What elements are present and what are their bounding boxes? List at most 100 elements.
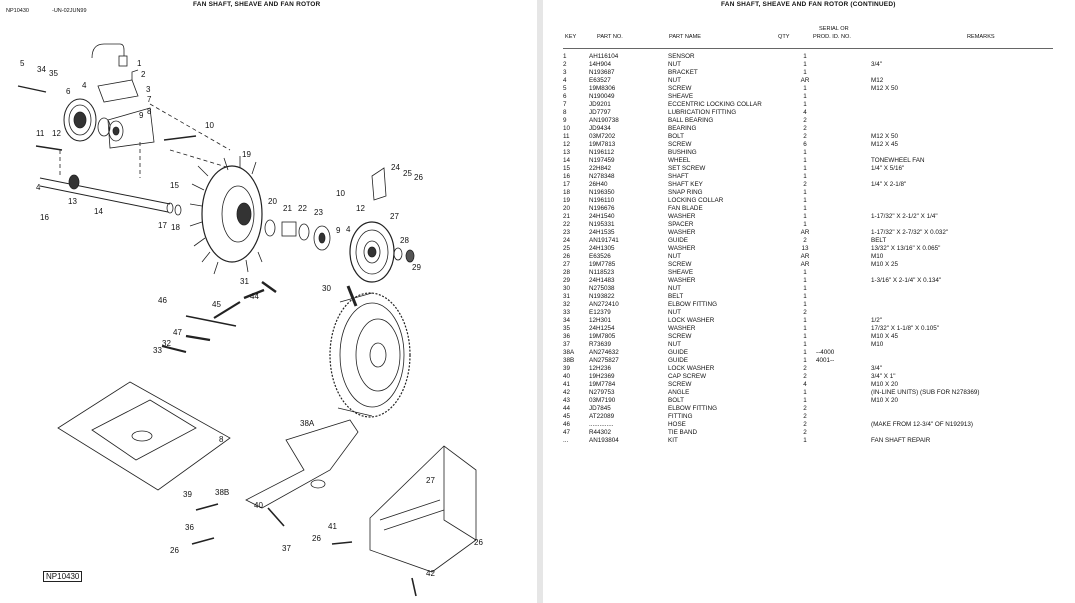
row-serial bbox=[816, 333, 871, 341]
row-remarks: 13/32" X 13/16" X 0.065" bbox=[871, 245, 941, 252]
col-header-remarks: REMARKS bbox=[967, 34, 995, 40]
row-part-name: WASHER bbox=[668, 213, 696, 220]
row-serial bbox=[816, 413, 871, 421]
row-remarks: M12 X 45 bbox=[871, 141, 898, 148]
row-part-no: 19M7805 bbox=[589, 333, 616, 340]
row-qty: 13 bbox=[801, 245, 809, 252]
row-remarks bbox=[871, 149, 1071, 157]
row-part-name: SET SCREW bbox=[668, 165, 706, 172]
callout: 3 bbox=[146, 85, 151, 94]
hose-46 bbox=[213, 301, 241, 319]
row-key: 36 bbox=[563, 333, 571, 340]
row-remarks bbox=[871, 197, 1071, 205]
row-part-name: LOCK WASHER bbox=[668, 317, 715, 324]
row-part-name: SHEAVE bbox=[668, 93, 694, 100]
row-key: 35 bbox=[563, 325, 571, 332]
row-part-no: E63526 bbox=[589, 253, 611, 260]
row-qty: 6 bbox=[803, 141, 807, 148]
row-qty: 1 bbox=[803, 173, 807, 180]
row-serial bbox=[816, 341, 871, 349]
row-key: 37 bbox=[563, 341, 571, 348]
row-qty: 1 bbox=[803, 93, 807, 100]
row-serial bbox=[816, 269, 871, 277]
callout: 13 bbox=[68, 197, 77, 206]
row-remarks bbox=[871, 205, 1071, 213]
row-remarks: 1-17/32" X 2-1/2" X 1/4" bbox=[871, 213, 938, 220]
row-serial bbox=[816, 189, 871, 197]
row-key: 21 bbox=[563, 213, 571, 220]
callout: 26 bbox=[474, 538, 483, 547]
row-part-name: BRACKET bbox=[668, 69, 698, 76]
callout: 40 bbox=[254, 501, 263, 510]
row-remarks bbox=[871, 101, 1071, 109]
row-qty: 2 bbox=[803, 117, 807, 124]
row-part-name: NUT bbox=[668, 309, 681, 316]
row-part-no: AT22089 bbox=[589, 413, 615, 420]
row-part-name: ANGLE bbox=[668, 389, 690, 396]
row-remarks: M10 bbox=[871, 253, 884, 260]
callout: 37 bbox=[282, 544, 291, 553]
row-part-no: N193687 bbox=[589, 69, 615, 76]
sensor bbox=[118, 55, 128, 67]
row-part-name: WASHER bbox=[668, 245, 696, 252]
row-key: 22 bbox=[563, 221, 571, 228]
callout: 14 bbox=[94, 207, 103, 216]
belt-31 bbox=[346, 285, 358, 307]
row-remarks bbox=[871, 429, 1071, 437]
row-serial bbox=[816, 85, 871, 93]
row-key: 9 bbox=[563, 117, 567, 124]
row-part-name: BOLT bbox=[668, 397, 684, 404]
row-part-name: BUSHING bbox=[668, 149, 697, 156]
row-serial bbox=[816, 61, 871, 69]
row-part-name: LOCK WASHER bbox=[668, 365, 715, 372]
row-part-name: BALL BEARING bbox=[668, 117, 714, 124]
row-remarks: M10 X 20 bbox=[871, 397, 898, 404]
row-qty: 1 bbox=[803, 189, 807, 196]
elbow-fitting-32 bbox=[185, 334, 211, 342]
sheave-28 bbox=[349, 221, 395, 283]
row-part-name: ECCENTRIC LOCKING COLLAR bbox=[668, 101, 762, 108]
bracket bbox=[97, 79, 139, 103]
row-key: 7 bbox=[563, 101, 567, 108]
row-remarks bbox=[871, 189, 1071, 197]
row-serial bbox=[816, 141, 871, 149]
row-part-name: HOSE bbox=[668, 421, 686, 428]
row-serial bbox=[816, 405, 871, 413]
row-serial bbox=[816, 53, 871, 61]
doc-id: NP10430 bbox=[6, 8, 29, 14]
row-remarks bbox=[871, 173, 1071, 181]
row-qty: 1 bbox=[803, 301, 807, 308]
row-remarks bbox=[871, 285, 1071, 293]
row-part-name: BEARING bbox=[668, 125, 697, 132]
row-part-no: 12H301 bbox=[589, 317, 612, 324]
row-part-name: BELT bbox=[668, 293, 684, 300]
diagram-line-art bbox=[17, 43, 477, 597]
callout: 42 bbox=[426, 569, 435, 578]
callout: 6 bbox=[66, 87, 71, 96]
row-key: 12 bbox=[563, 141, 571, 148]
row-remarks: M10 X 45 bbox=[871, 333, 898, 340]
row-remarks: BELT bbox=[871, 237, 887, 244]
row-key: 33 bbox=[563, 309, 571, 316]
row-key: 38B bbox=[563, 357, 575, 364]
col-header-serial-2: PROD. ID. NO. bbox=[813, 34, 851, 40]
row-part-name: SCREW bbox=[668, 141, 692, 148]
row-serial bbox=[816, 237, 871, 245]
row-qty: 4 bbox=[803, 109, 807, 116]
row-qty: 2 bbox=[803, 181, 807, 188]
row-part-name: WASHER bbox=[668, 325, 696, 332]
col-header-qty: QTY bbox=[778, 34, 790, 40]
row-part-name: SHAFT bbox=[668, 173, 689, 180]
row-serial bbox=[816, 373, 871, 381]
callout: 34 bbox=[37, 65, 46, 74]
row-part-no: N195331 bbox=[589, 221, 615, 228]
row-remarks bbox=[871, 269, 1071, 277]
row-part-no: N190049 bbox=[589, 93, 615, 100]
